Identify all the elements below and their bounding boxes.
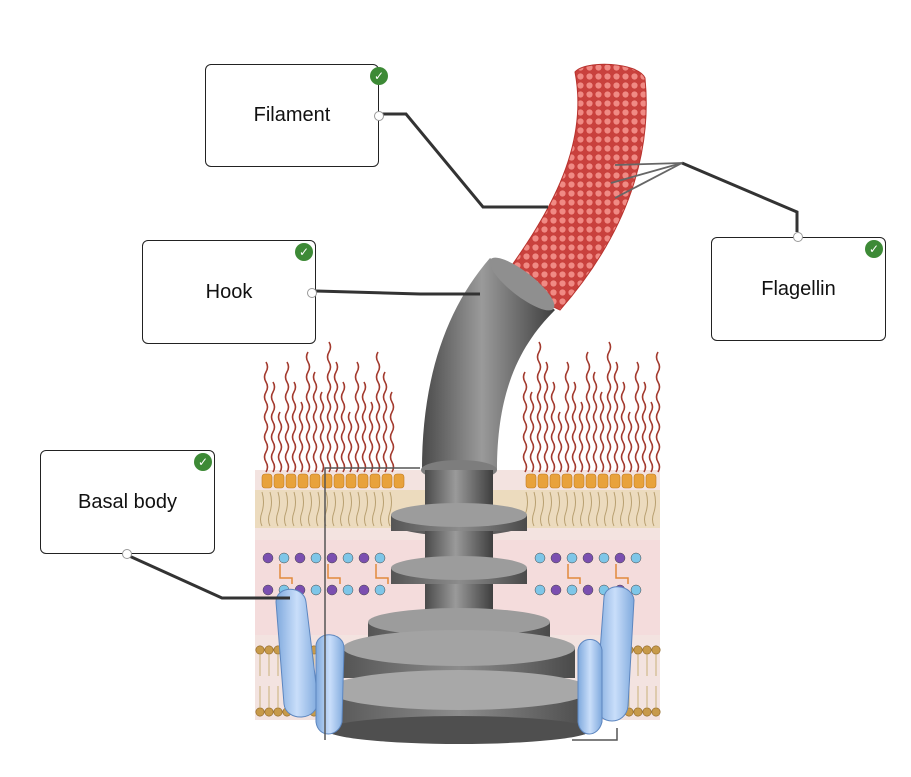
label-box-filament[interactable]: Filament ✓ — [205, 64, 379, 167]
label-box-flagellin[interactable]: Flagellin ✓ — [711, 237, 886, 341]
flagellin-leader-line — [682, 163, 797, 232]
label-text-flagellin: Flagellin — [761, 278, 835, 301]
check-circle-icon: ✓ — [194, 453, 212, 471]
connector-anchor[interactable] — [122, 549, 132, 559]
connector-anchor[interactable] — [374, 111, 384, 121]
check-circle-icon: ✓ — [865, 240, 883, 258]
filament-leader-line — [380, 114, 548, 207]
connector-anchor[interactable] — [793, 232, 803, 242]
connector-anchor[interactable] — [307, 288, 317, 298]
check-circle-icon: ✓ — [370, 67, 388, 85]
label-text-hook: Hook — [206, 281, 253, 304]
hook-leader-line — [316, 291, 480, 294]
label-text-basal-body: Basal body — [78, 491, 177, 514]
label-text-filament: Filament — [254, 104, 331, 127]
check-circle-icon: ✓ — [295, 243, 313, 261]
label-box-hook[interactable]: Hook ✓ — [142, 240, 316, 344]
label-box-basal-body[interactable]: Basal body ✓ — [40, 450, 215, 554]
